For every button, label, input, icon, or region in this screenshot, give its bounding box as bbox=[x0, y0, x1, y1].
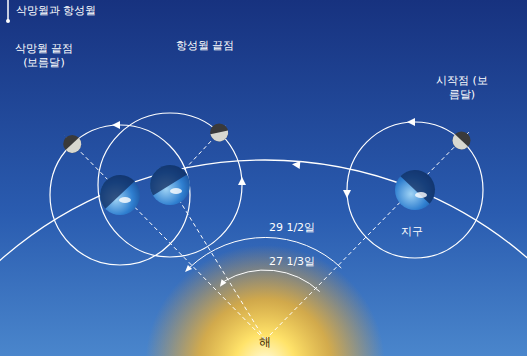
moon bbox=[210, 123, 230, 143]
angle-arrow bbox=[183, 265, 192, 274]
earth bbox=[142, 157, 190, 205]
orbit-arrow bbox=[343, 190, 351, 198]
sun-glow bbox=[145, 245, 385, 356]
orbit-arrow bbox=[112, 121, 120, 129]
earth-orbit bbox=[0, 160, 527, 356]
end-label: 삭망월 끝점 (보름달) bbox=[7, 42, 81, 70]
sight-line bbox=[265, 131, 470, 340]
orbit-arrow bbox=[292, 160, 301, 169]
earth bbox=[395, 162, 443, 210]
title: 삭망월과 항성월 bbox=[16, 3, 97, 18]
angle-arc bbox=[190, 237, 341, 268]
period-label: 27 1/3일 bbox=[269, 255, 315, 269]
sight-line bbox=[64, 135, 265, 340]
period-label: 29 1/2일 bbox=[269, 221, 315, 235]
sun-label: 해 bbox=[259, 335, 271, 350]
angle-arrow bbox=[218, 279, 227, 288]
title-marker bbox=[6, 19, 10, 23]
sight-line bbox=[170, 185, 265, 340]
moon-orbit bbox=[347, 122, 483, 258]
start-label: 시작점 (보름달) bbox=[431, 74, 493, 102]
moon bbox=[63, 135, 85, 157]
angle-arc bbox=[224, 270, 319, 292]
end-label: 항성월 끝점 bbox=[176, 39, 235, 53]
moon bbox=[449, 131, 471, 153]
moon-orbit bbox=[50, 125, 190, 265]
earth bbox=[92, 167, 140, 215]
earth-label: 지구 bbox=[401, 225, 423, 239]
orbit-arrow bbox=[407, 118, 415, 126]
orbit-arrow bbox=[238, 177, 246, 185]
title-marker bbox=[7, 0, 9, 20]
